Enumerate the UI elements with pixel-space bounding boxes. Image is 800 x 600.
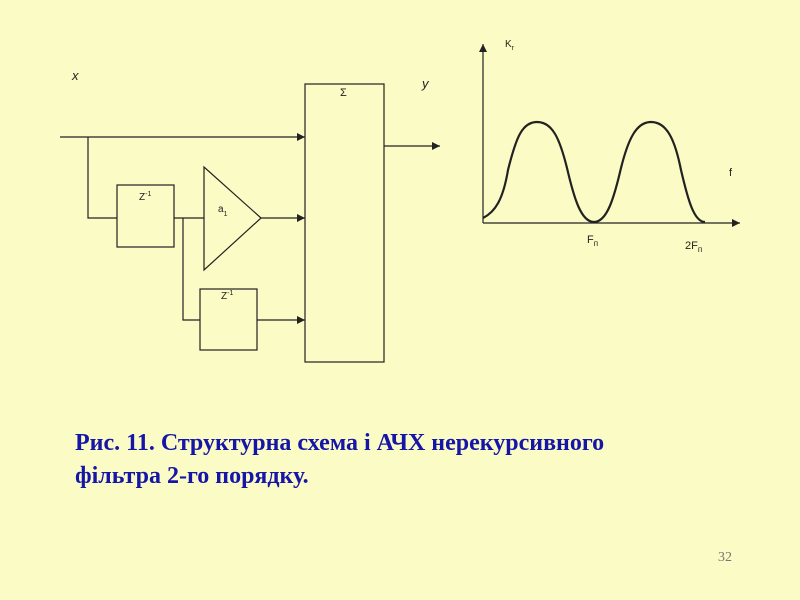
gain-amplifier xyxy=(203,165,262,272)
delay2-label: Z-1 xyxy=(221,290,233,302)
response-curve xyxy=(482,120,706,224)
input-label: x xyxy=(71,68,79,83)
delay-block-1 xyxy=(116,184,175,248)
sum-symbol: Σ xyxy=(340,87,347,99)
x-axis-label: f xyxy=(729,167,733,179)
output-label: y xyxy=(421,76,430,91)
delay1-label: Z-1 xyxy=(139,191,151,203)
caption-line-2: фільтра 2-го порядку. xyxy=(75,463,309,489)
figure-caption: Рис. 11. Структурна схема і АЧХ нерекурс… xyxy=(75,427,775,493)
caption-line-1: Рис. 11. Структурна схема і АЧХ нерекурс… xyxy=(75,430,605,456)
tick-label-fn: Fп xyxy=(587,234,598,248)
y-axis-label: Kr xyxy=(505,39,515,52)
tick-label-2fn: 2Fп xyxy=(685,240,702,254)
branch-to-delay2 xyxy=(182,218,200,321)
gain-label: a1 xyxy=(218,204,228,218)
summator-block xyxy=(304,83,385,363)
page-number: 32 xyxy=(718,550,732,565)
frequency-response-plot xyxy=(479,44,740,227)
branch-to-delay1 xyxy=(87,137,117,219)
delay-block-2 xyxy=(199,288,258,351)
block-diagram xyxy=(60,83,440,363)
